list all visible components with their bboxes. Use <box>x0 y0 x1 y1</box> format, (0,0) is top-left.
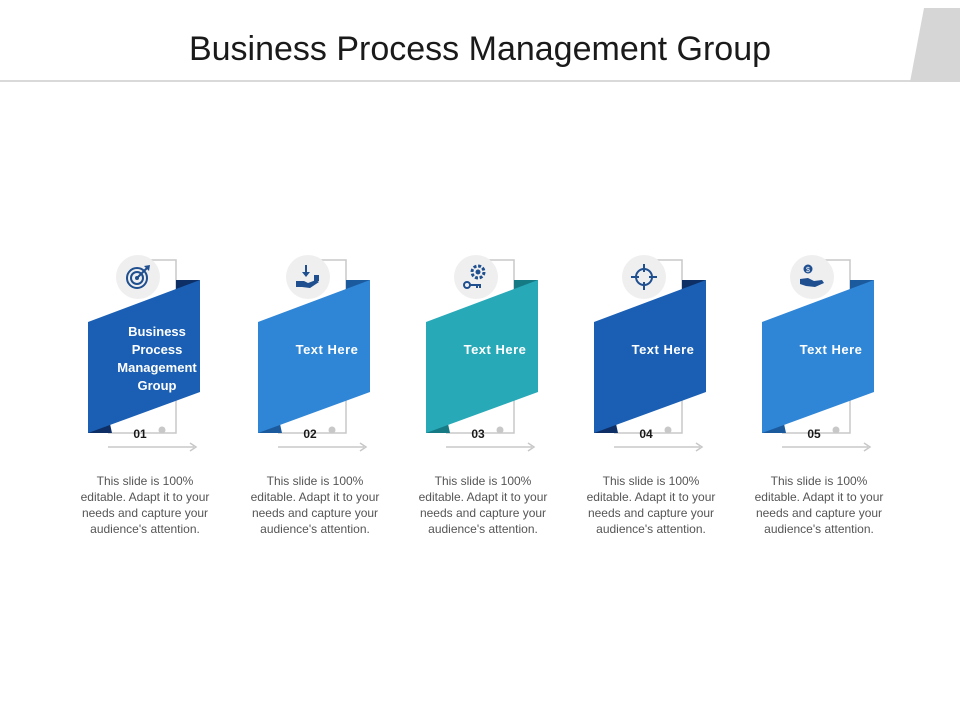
step-description-4: This slide is 100% editable. Adapt it to… <box>586 474 716 536</box>
step-card-5: $ Text Here 05 <box>762 255 932 455</box>
crosshair-icon <box>631 264 657 290</box>
step-label-4: Text Here <box>631 342 695 357</box>
step-number-3: 03 <box>471 427 485 441</box>
step-number-5: 05 <box>807 427 821 441</box>
step-description-5: This slide is 100% editable. Adapt it to… <box>754 474 884 536</box>
page-title: Business Process Management Group <box>188 30 772 68</box>
icon-circle-2 <box>286 255 330 299</box>
step-card-2: Text Here 02 <box>258 255 428 455</box>
step-number-4: 04 <box>639 427 653 441</box>
step-description-3: This slide is 100% editable. Adapt it to… <box>418 474 548 536</box>
step-number-2: 02 <box>303 427 317 441</box>
icon-circle-1 <box>116 255 160 299</box>
gear-key-icon <box>463 264 486 289</box>
step-label-1: Business Process Management Group <box>117 324 197 393</box>
title-divider <box>0 80 915 82</box>
step-card-3: Text Here 03 <box>426 255 596 455</box>
step-ribbon-3 <box>426 280 538 433</box>
step-ribbon-5 <box>762 280 874 433</box>
icon-circle-5: $ <box>790 255 834 299</box>
step-label-2: Text Here <box>295 342 359 357</box>
target-icon <box>126 265 150 289</box>
icon-circle-4 <box>622 255 666 299</box>
step-ribbon-4 <box>594 280 706 433</box>
hand-coin-icon: $ <box>800 264 824 287</box>
step-number-1: 01 <box>133 427 147 441</box>
step-ribbon-1 <box>88 280 200 433</box>
corner-decoration <box>910 8 960 82</box>
step-card-1: Business Process Management Group 01 <box>88 255 258 455</box>
step-ribbon-2 <box>258 280 370 433</box>
hand-download-icon <box>296 265 319 288</box>
step-label-3: Text Here <box>463 342 527 357</box>
step-description-1: This slide is 100% editable. Adapt it to… <box>80 474 210 536</box>
step-label-5: Text Here <box>799 342 863 357</box>
step-description-2: This slide is 100% editable. Adapt it to… <box>250 474 380 536</box>
icon-circle-3 <box>454 255 498 299</box>
step-card-4: Text Here 04 <box>594 255 764 455</box>
svg-text:$: $ <box>806 267 810 274</box>
